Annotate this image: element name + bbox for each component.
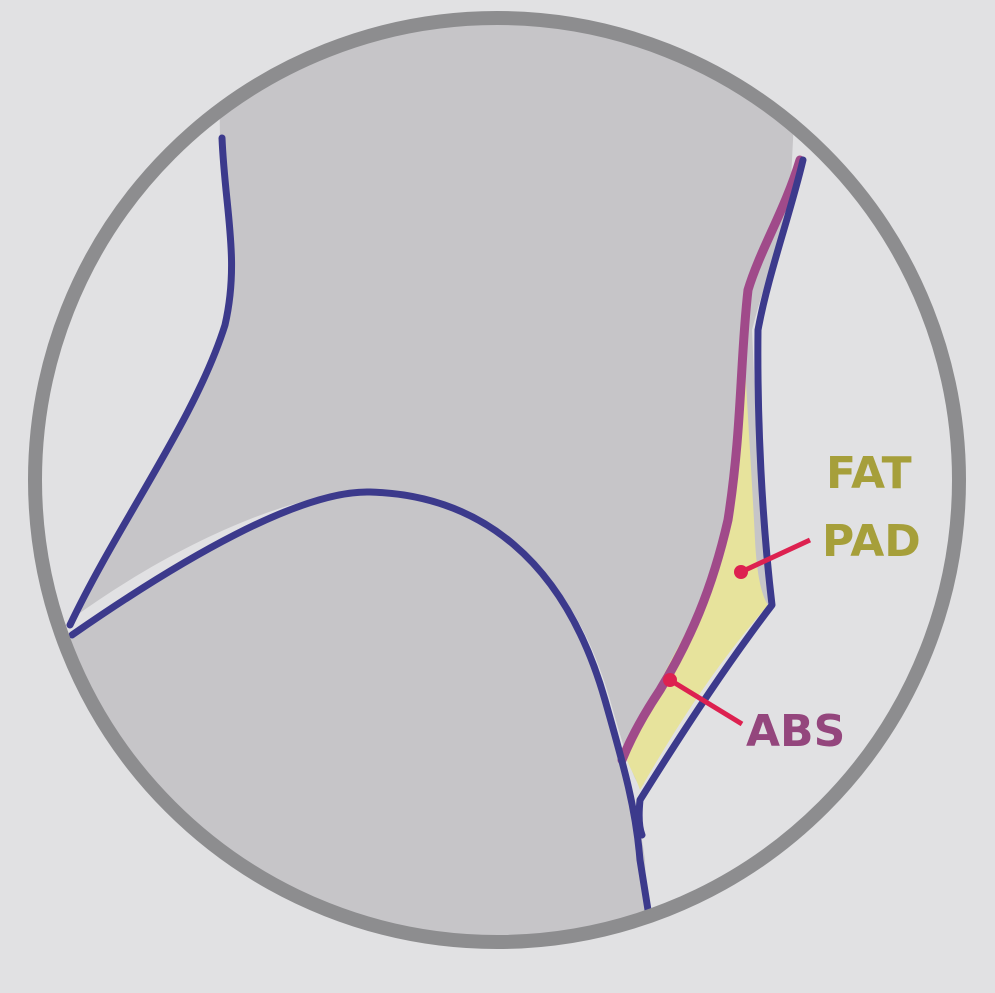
fat-pad-label-line1: FAT: [826, 448, 912, 499]
bone-outline-right: [635, 156, 807, 839]
abs-label: ABS: [746, 706, 845, 757]
fat-pad-pointer-line: [739, 537, 812, 575]
abs-pointer-dot: [663, 673, 677, 687]
bone-outline-upper-left: [66, 134, 236, 629]
abs-line: [617, 155, 805, 765]
fat-pad-label-line2: PAD: [822, 516, 921, 567]
upper-bone-region: [70, 18, 800, 786]
bone-outline-joint: [68, 488, 652, 914]
abs-pointer-line: [668, 677, 744, 727]
fat-pad-pointer-dot: [734, 565, 748, 579]
magnifier-outline: [28, 11, 966, 949]
